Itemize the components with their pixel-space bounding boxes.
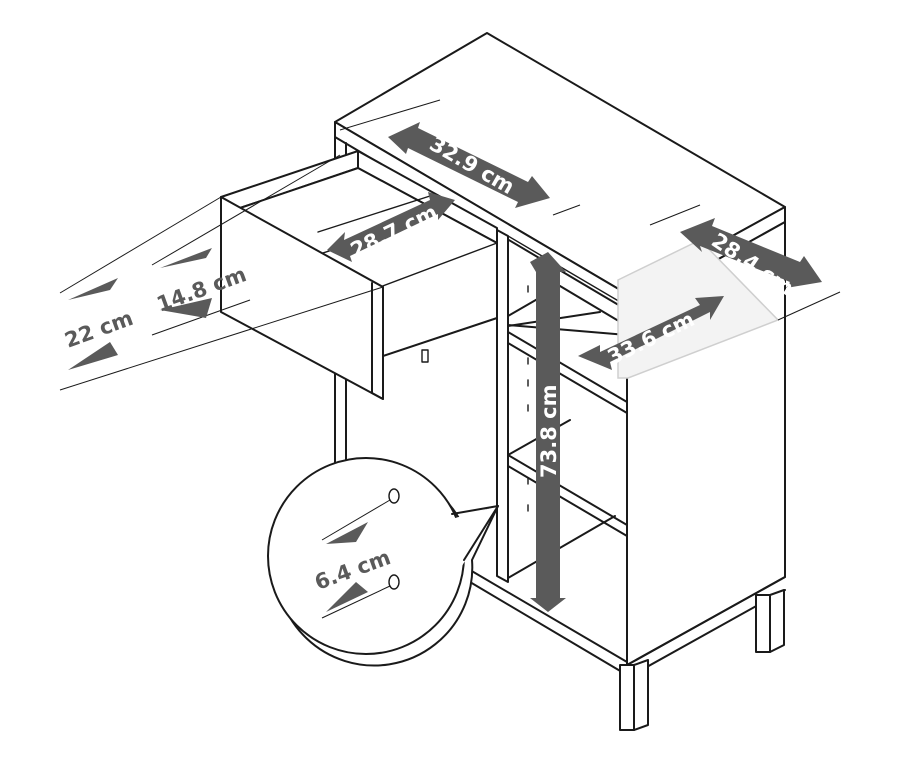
drawer-knob <box>421 349 429 363</box>
label-open-height: 73.8 cm <box>537 385 561 478</box>
extension-lines <box>59 99 841 391</box>
dimension-open-height: 73.8 cm <box>530 252 566 612</box>
center-divider <box>496 229 509 583</box>
shelf-middle <box>507 454 628 526</box>
back-right-leg <box>755 594 771 653</box>
front-right-leg <box>619 664 635 731</box>
dimension-drawer-front-height: 22 cm <box>62 278 137 370</box>
bottom-rail <box>469 569 628 663</box>
label-drawer-front-height: 22 cm <box>62 306 137 353</box>
pin-hole-bottom <box>388 574 400 590</box>
hole-spacing-detail: 6.4 cm <box>267 457 499 667</box>
pin-hole-top <box>388 488 400 504</box>
